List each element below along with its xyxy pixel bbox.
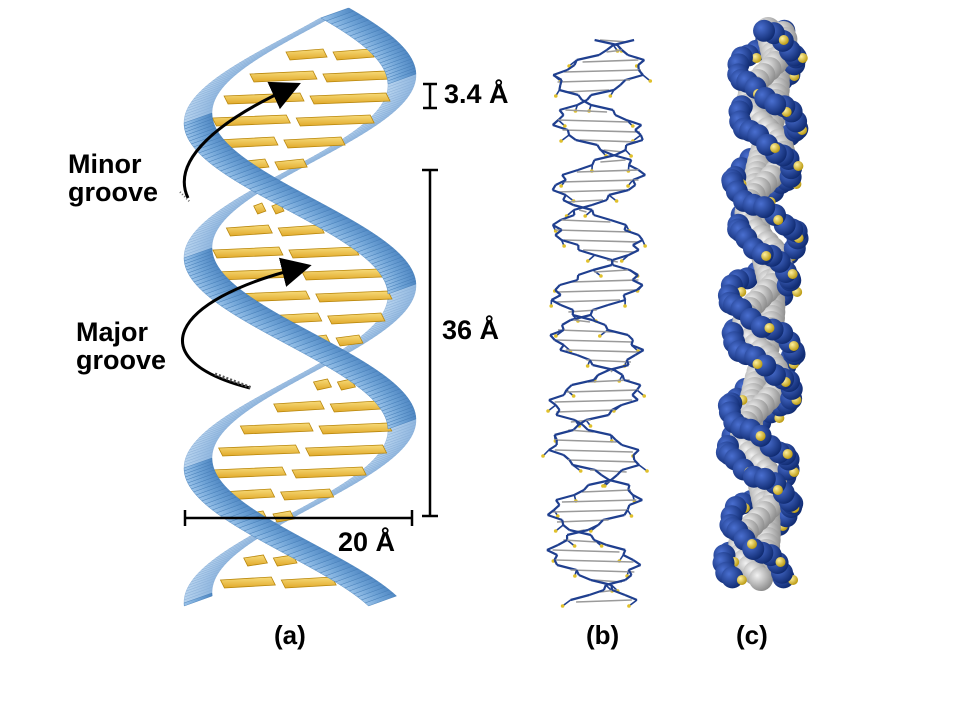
base-pair-slab bbox=[278, 225, 324, 236]
base-pair-slab bbox=[220, 577, 275, 588]
base-pair-slab bbox=[240, 423, 313, 434]
base-pair-slab bbox=[244, 555, 268, 566]
pitch-label: 36 Å bbox=[442, 316, 499, 344]
major-groove-label-line2: groove bbox=[76, 346, 166, 374]
base-pair-slab bbox=[296, 115, 374, 126]
panel-a-label: (a) bbox=[274, 622, 306, 649]
major-groove-arrow-tail bbox=[215, 374, 252, 388]
rise-label: 3.4 Å bbox=[444, 80, 509, 108]
base-pair-slab bbox=[212, 467, 286, 478]
panel-c-label: (c) bbox=[736, 622, 768, 649]
rise-dimension-marker bbox=[423, 84, 437, 108]
base-pair-slab bbox=[323, 71, 390, 82]
stick-model-helix bbox=[541, 40, 652, 608]
base-pair-slab bbox=[273, 511, 294, 522]
minor-groove-label: Minor groove bbox=[68, 150, 158, 207]
base-pair-slab bbox=[275, 159, 307, 170]
base-pair-slab bbox=[289, 247, 359, 258]
minor-groove-label-line1: Minor bbox=[68, 150, 158, 178]
minor-groove-label-line2: groove bbox=[68, 178, 158, 206]
base-pair-slab bbox=[302, 269, 383, 280]
base-pair-slab bbox=[306, 445, 387, 456]
base-pair-slab bbox=[330, 401, 380, 412]
space-filling-model-helix bbox=[713, 17, 809, 591]
base-pair-slab bbox=[314, 379, 332, 390]
base-pair-slab bbox=[219, 445, 300, 456]
major-groove-label-line1: Major bbox=[76, 318, 166, 346]
diameter-label: 20 Å bbox=[338, 528, 395, 556]
base-pair-slab bbox=[333, 49, 374, 60]
base-pair-slab bbox=[319, 423, 392, 434]
base-pair-slab bbox=[310, 93, 390, 104]
panel-b-label: (b) bbox=[586, 622, 619, 649]
base-pair-slab bbox=[281, 577, 336, 588]
base-pair-slab bbox=[226, 225, 272, 236]
base-pair-slab bbox=[250, 71, 317, 82]
major-groove-label: Major groove bbox=[76, 318, 166, 375]
base-pair-slab bbox=[213, 247, 283, 258]
base-pair-slab bbox=[316, 291, 392, 302]
base-pair-slab bbox=[254, 203, 266, 214]
base-pair-slab bbox=[274, 401, 324, 412]
base-pair-slab bbox=[286, 49, 327, 60]
ribbon-model-helix bbox=[184, 8, 416, 606]
pitch-dimension-marker bbox=[422, 170, 438, 516]
